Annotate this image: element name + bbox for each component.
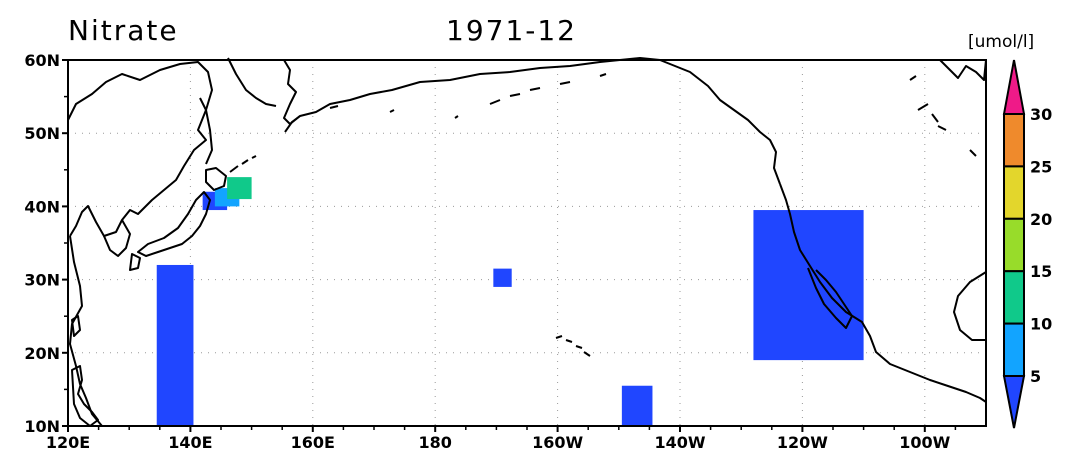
nitrate-cell <box>753 210 864 361</box>
nitrate-cell <box>156 264 194 426</box>
colorbar-segment <box>1003 217 1025 273</box>
philippines-coast <box>71 365 99 427</box>
colorbar-label: 5 <box>1030 367 1041 386</box>
map-date: 1971-12 <box>446 14 577 47</box>
china-coast <box>69 235 103 427</box>
coastlines <box>67 57 987 427</box>
x-tick-label: 180 <box>418 433 451 452</box>
colorbar-segment <box>1003 322 1025 378</box>
colorbar-segment <box>1003 113 1025 168</box>
sakhalin-coast <box>199 97 213 165</box>
x-tick-label: 160W <box>532 433 583 452</box>
korea-peninsula <box>103 219 131 257</box>
x-axis: 120E 140E 160E 180 160W 140W 120W 100W <box>46 426 957 452</box>
asia-coastline <box>67 61 213 237</box>
colorbar-label: 20 <box>1030 210 1052 229</box>
x-tick-label: 120E <box>46 433 90 452</box>
colorbar-segment <box>1002 375 1026 429</box>
honshu-coast <box>137 191 211 257</box>
north-america-west-coast <box>779 183 987 403</box>
colorbar-label: 25 <box>1030 157 1052 176</box>
alaska-coast <box>283 57 781 185</box>
colorbar-unit-label: [umol/l] <box>968 32 1035 52</box>
colorbar: 5 10 15 20 25 30 <box>1002 59 1052 429</box>
west-coast-islands <box>909 75 977 157</box>
gulf-of-mexico-coast <box>953 271 987 341</box>
nitrate-cell <box>227 177 252 200</box>
hudson-area-coast <box>939 59 987 81</box>
nitrate-cell <box>621 385 653 426</box>
hawaii-islands <box>555 335 591 357</box>
y-tick-label: 30N <box>24 271 60 290</box>
colorbar-segment <box>1002 59 1026 115</box>
x-tick-label: 140E <box>168 433 212 452</box>
hokkaido-coast <box>205 167 227 191</box>
x-tick-label: 160E <box>291 433 335 452</box>
colorbar-label: 15 <box>1030 262 1052 281</box>
x-tick-label: 120W <box>777 433 828 452</box>
nitrate-cell <box>493 268 512 287</box>
baja-peninsula <box>807 267 853 329</box>
kamchatka-coast <box>227 57 277 107</box>
colorbar-segment <box>1003 270 1025 325</box>
nitrate-cells <box>156 177 864 426</box>
x-tick-label: 140W <box>654 433 705 452</box>
colorbar-label: 10 <box>1030 315 1052 334</box>
colorbar-label: 30 <box>1030 105 1052 124</box>
y-tick-label: 20N <box>24 344 60 363</box>
kuril-islands <box>229 155 257 173</box>
x-tick-label: 100W <box>899 433 950 452</box>
y-tick-label: 60N <box>24 51 60 70</box>
y-axis: 10N 20N 30N 40N 50N 60N <box>24 51 68 436</box>
colorbar-segment <box>1003 165 1025 220</box>
taiwan-coast <box>71 315 81 337</box>
y-tick-label: 40N <box>24 197 60 216</box>
y-tick-label: 10N <box>24 417 60 436</box>
kyushu-coast <box>129 253 141 271</box>
y-tick-label: 50N <box>24 124 60 143</box>
map-title: Nitrate <box>68 14 179 47</box>
